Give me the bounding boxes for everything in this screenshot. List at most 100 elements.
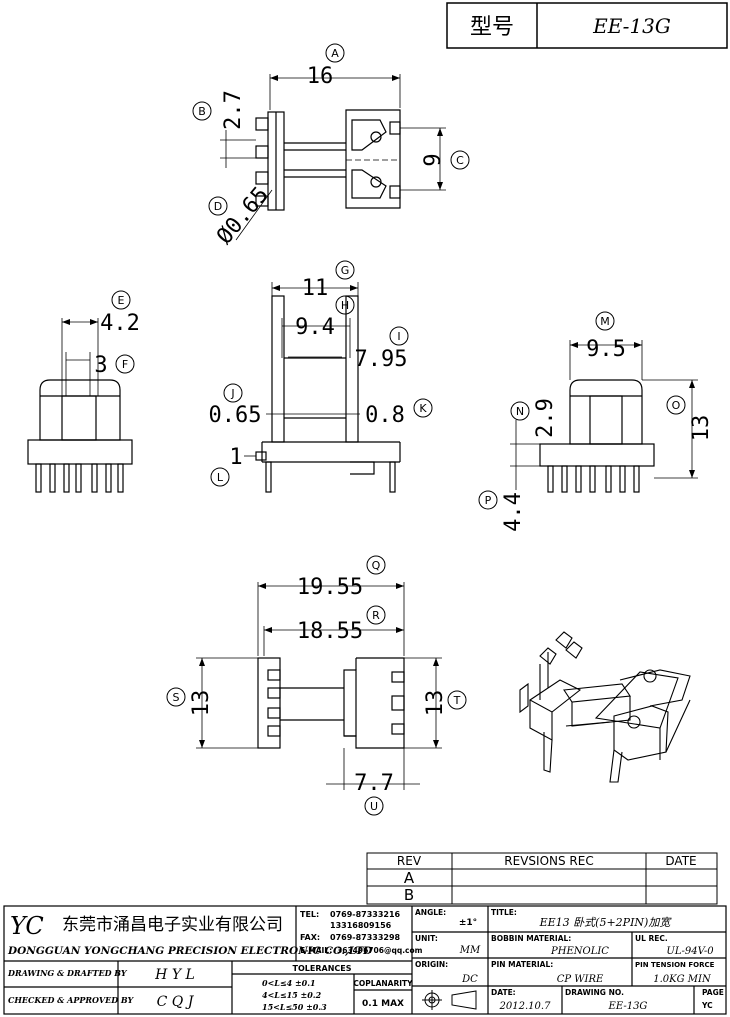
end-view-right	[510, 340, 698, 493]
dim-e-value: 4.2	[100, 311, 140, 336]
dim-u-value: 7.7	[354, 771, 394, 796]
rev-header: REV	[397, 854, 422, 868]
origin-label: ORIGIN:	[415, 960, 448, 969]
tolerances-label: TOLERANCES	[293, 964, 352, 973]
page-value: YC	[701, 1001, 713, 1010]
angle-value: ±1°	[459, 918, 477, 928]
dim-c-value: 9	[421, 153, 446, 166]
dim-m-letter: M	[600, 315, 610, 328]
fax-label: FAX:	[300, 933, 320, 942]
email-value: 363496706@qq.com	[337, 946, 423, 955]
dim-q-letter: Q	[372, 559, 381, 572]
title-label: TITLE:	[491, 908, 517, 917]
model-header: 型号 EE-13G	[446, 2, 728, 49]
end-view-left	[27, 318, 133, 493]
title-block	[3, 905, 727, 1015]
tel2: 13316809156	[330, 921, 392, 930]
dim-o-value: 13	[689, 415, 714, 442]
bobbin-label: BOBBIN MATERIAL:	[491, 934, 571, 943]
dim-t-value: 13	[423, 690, 448, 717]
company-name-en: DONGGUAN YONGCHANG PRECISION ELECTRONIC …	[7, 945, 373, 957]
dim-p-letter: P	[485, 494, 492, 507]
dim-b-letter: B	[198, 105, 206, 118]
tolerance-2: 4<L≤15 ±0.2	[262, 990, 322, 1000]
dim-h-letter: H	[341, 299, 349, 312]
dim-l-letter: L	[217, 471, 224, 484]
dim-q-value: 19.55	[297, 575, 363, 600]
date-label: DATE:	[491, 988, 516, 997]
tel-label: TEL:	[300, 910, 319, 919]
dim-s-letter: S	[173, 691, 180, 704]
dim-i-value: 7.95	[355, 347, 408, 372]
company-name-cn: 东莞市涌昌电子实业有限公司	[62, 915, 283, 935]
drawn-by-label: DRAWING & DRAFTED BY	[7, 968, 128, 978]
dim-r-value: 18.55	[297, 619, 363, 644]
revisions-rec-header: REVSIONS REC	[504, 854, 593, 868]
drawing-no-value: EE-13G	[608, 1001, 648, 1012]
angle-label: ANGLE:	[415, 908, 446, 917]
dim-j-letter: J	[230, 387, 234, 400]
tolerance-3: 15<L≤50 ±0.3	[262, 1002, 327, 1012]
drawing-no-label: DRAWING NO.	[565, 988, 624, 997]
dim-f-letter: F	[122, 358, 128, 371]
dim-c-letter: C	[456, 154, 464, 167]
pin-tension-value: 1.0KG MIN	[653, 974, 712, 985]
dim-g-letter: G	[341, 264, 350, 277]
dim-d-value: Ø0.65	[212, 182, 274, 249]
date-header: DATE	[665, 854, 696, 868]
bottom-view	[196, 582, 442, 790]
pin-tension-label: PIN TENSION FORCE	[635, 961, 715, 969]
coplanarity-label: COPLANARITY	[353, 979, 413, 988]
ul-label: UL REC.	[635, 934, 668, 943]
dim-s-value: 13	[189, 690, 214, 717]
dim-n-value: 2.9	[533, 398, 558, 438]
origin-value: DC	[461, 974, 478, 985]
dim-i-letter: I	[397, 330, 400, 343]
unit-value: MM	[459, 945, 481, 956]
dim-p-value: 4.4	[501, 492, 526, 532]
coplanarity-value: 0.1 MAX	[362, 999, 404, 1009]
revision-table	[366, 852, 718, 905]
model-number: EE-13G	[592, 14, 671, 38]
drawn-by-value: H Y L	[154, 967, 195, 983]
dim-u-letter: U	[370, 800, 378, 813]
dim-k-letter: K	[419, 402, 427, 415]
dim-d-letter: D	[214, 200, 222, 213]
rev-b: B	[404, 886, 414, 904]
page-label: PAGE	[702, 988, 724, 997]
dim-h-value: 9.4	[295, 315, 335, 340]
dim-n-letter: N	[516, 405, 524, 418]
date-value: 2012.10.7	[499, 1001, 552, 1012]
dim-a-value: 16	[307, 64, 334, 89]
type-label: 型号	[470, 15, 514, 40]
side-view	[244, 282, 401, 493]
dim-m-value: 9.5	[586, 337, 626, 362]
dim-l-value: 1	[229, 445, 242, 470]
rev-a: A	[404, 869, 415, 887]
dim-b-value: 2.7	[221, 90, 246, 130]
unit-label: UNIT:	[415, 934, 438, 943]
dim-t-letter: T	[453, 694, 461, 707]
projection-symbol-icon	[422, 990, 477, 1010]
isometric-view	[519, 631, 691, 783]
ul-value: UL-94V-0	[666, 946, 714, 957]
dim-f-value: 3	[94, 353, 107, 378]
tolerance-1: 0<L≤4 ±0.1	[262, 978, 316, 988]
company-logo: YC	[10, 912, 44, 940]
dim-r-letter: R	[372, 609, 380, 622]
dim-k-value: 0.8	[365, 403, 405, 428]
fax-value: 0769-87333298	[330, 933, 401, 942]
dim-j-value: 0.65	[209, 403, 262, 428]
tel1: 0769-87333216	[330, 910, 401, 919]
email-label: E-MAIL:	[300, 946, 332, 955]
pin-material-label: PIN MATERIAL:	[491, 960, 553, 969]
checked-by-value: C Q J	[157, 994, 195, 1010]
top-view	[220, 74, 446, 241]
dim-a-letter: A	[331, 47, 339, 60]
pin-material-value: CP WIRE	[557, 974, 604, 985]
dim-e-letter: E	[118, 294, 125, 307]
bobbin-value: PHENOLIC	[550, 946, 609, 957]
dim-g-value: 11	[302, 276, 329, 301]
